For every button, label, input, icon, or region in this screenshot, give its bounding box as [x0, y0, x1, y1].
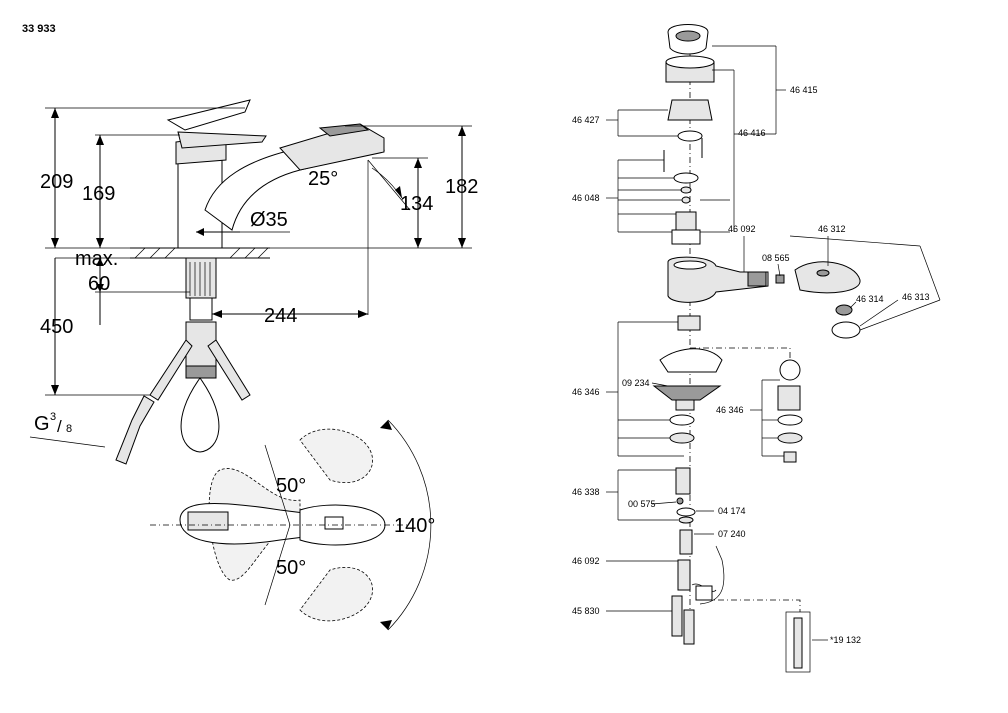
dim-total-height: 209 — [40, 171, 73, 193]
part-46415: 46 415 — [790, 85, 818, 95]
part-09234: 09 234 — [622, 378, 650, 388]
part-46092-bottom: 46 092 — [572, 556, 600, 566]
dim-thread: G 3 / 8 — [34, 411, 72, 436]
dim-spout-height: 169 — [82, 183, 115, 205]
dim-reach: 244 — [264, 305, 297, 327]
angle-upper: 50° — [276, 475, 306, 497]
dim-thread-den: 8 — [66, 423, 72, 435]
part-04174: 04 174 — [718, 506, 746, 516]
part-46314: 46 314 — [856, 294, 884, 304]
dim-max-label: max. — [75, 248, 118, 270]
callout-leaders — [606, 45, 941, 641]
part-labels: 46 415 46 427 46 416 46 048 46 092 46 31… — [572, 85, 930, 645]
dim-max-thickness: 60 — [88, 273, 110, 295]
dimension-lines — [29, 107, 472, 448]
svg-text:/: / — [57, 417, 62, 436]
part-46338: 46 338 — [572, 487, 600, 497]
part-46092-top: 46 092 — [728, 224, 756, 234]
part-45830: 45 830 — [572, 606, 600, 616]
part-46427: 46 427 — [572, 115, 600, 125]
part-46313: 46 313 — [902, 292, 930, 302]
dim-thread-g: G — [34, 413, 50, 435]
lever-top-view — [150, 419, 432, 631]
part-46312: 46 312 — [818, 224, 846, 234]
dim-spray-angle: 25° — [308, 168, 338, 190]
dim-head-height: 182 — [445, 176, 478, 198]
part-46346-left: 46 346 — [572, 387, 600, 397]
part-46346-right: 46 346 — [716, 405, 744, 415]
angle-total: 140° — [394, 515, 435, 537]
angle-lower: 50° — [276, 557, 306, 579]
part-46048: 46 048 — [572, 193, 600, 203]
part-19132: *19 132 — [830, 635, 861, 645]
exploded-parts-view — [652, 24, 861, 673]
dim-thread-num: 3 — [50, 411, 56, 423]
dim-aerator-height: 134 — [400, 193, 433, 215]
part-08565: 08 565 — [762, 253, 790, 263]
faucet-side-view — [115, 99, 386, 465]
model-number: 33 933 — [22, 23, 56, 35]
part-07240: 07 240 — [718, 529, 746, 539]
part-46416: 46 416 — [738, 128, 766, 138]
dim-spout-diameter: Ø35 — [250, 209, 288, 231]
dim-hose-length: 450 — [40, 316, 73, 338]
part-00575: 00 575 — [628, 499, 656, 509]
